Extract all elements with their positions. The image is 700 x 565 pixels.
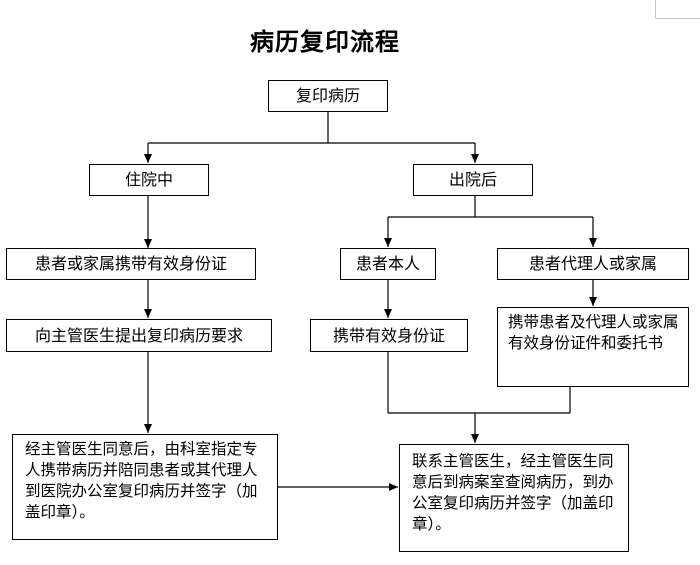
- node-inpatient-step2: 向主管医生提出复印病历要求: [6, 319, 272, 352]
- node-agent-docs-label: 携带患者及代理人或家属有效身份证件和委托书: [508, 313, 679, 352]
- node-inpatient-step3: 经主管医生同意后，由科室指定专人携带病历并陪同患者或其代理人到医院办公室复印病历…: [12, 434, 278, 540]
- node-patient-self-label: 患者本人: [355, 254, 420, 273]
- node-final-step: 联系主管医生，经主管医生同意后到病案室查阅病历，到办公室复印病历并签字（加盖印章…: [399, 444, 629, 552]
- node-inpatient-step2-label: 向主管医生提出复印病历要求: [34, 325, 243, 345]
- node-start-label: 复印病历: [295, 86, 360, 105]
- node-inpatient-step1-label: 患者或家属携带有效身份证: [34, 254, 227, 273]
- node-discharged-label: 出院后: [448, 170, 497, 189]
- node-inpatient-label: 住院中: [124, 170, 173, 189]
- node-discharged: 出院后: [413, 164, 533, 196]
- page-corner-mark: [655, 0, 700, 19]
- node-patient-agent: 患者代理人或家属: [497, 248, 689, 280]
- node-inpatient-step1: 患者或家属携带有效身份证: [6, 248, 256, 280]
- node-self-id: 携带有效身份证: [310, 319, 468, 352]
- node-patient-self: 患者本人: [340, 248, 436, 280]
- node-inpatient: 住院中: [89, 164, 209, 196]
- node-agent-docs: 携带患者及代理人或家属有效身份证件和委托书: [497, 307, 689, 387]
- node-final-step-label: 联系主管医生，经主管医生同意后到病案室查阅病历，到办公室复印病历并签字（加盖印章…: [412, 452, 614, 533]
- diagram-title: 病历复印流程: [250, 28, 400, 56]
- node-start: 复印病历: [268, 80, 388, 112]
- node-inpatient-step3-label: 经主管医生同意后，由科室指定专人携带病历并陪同患者或其代理人到医院办公室复印病历…: [25, 440, 258, 521]
- node-patient-agent-label: 患者代理人或家属: [528, 254, 657, 273]
- node-self-id-label: 携带有效身份证: [332, 325, 445, 345]
